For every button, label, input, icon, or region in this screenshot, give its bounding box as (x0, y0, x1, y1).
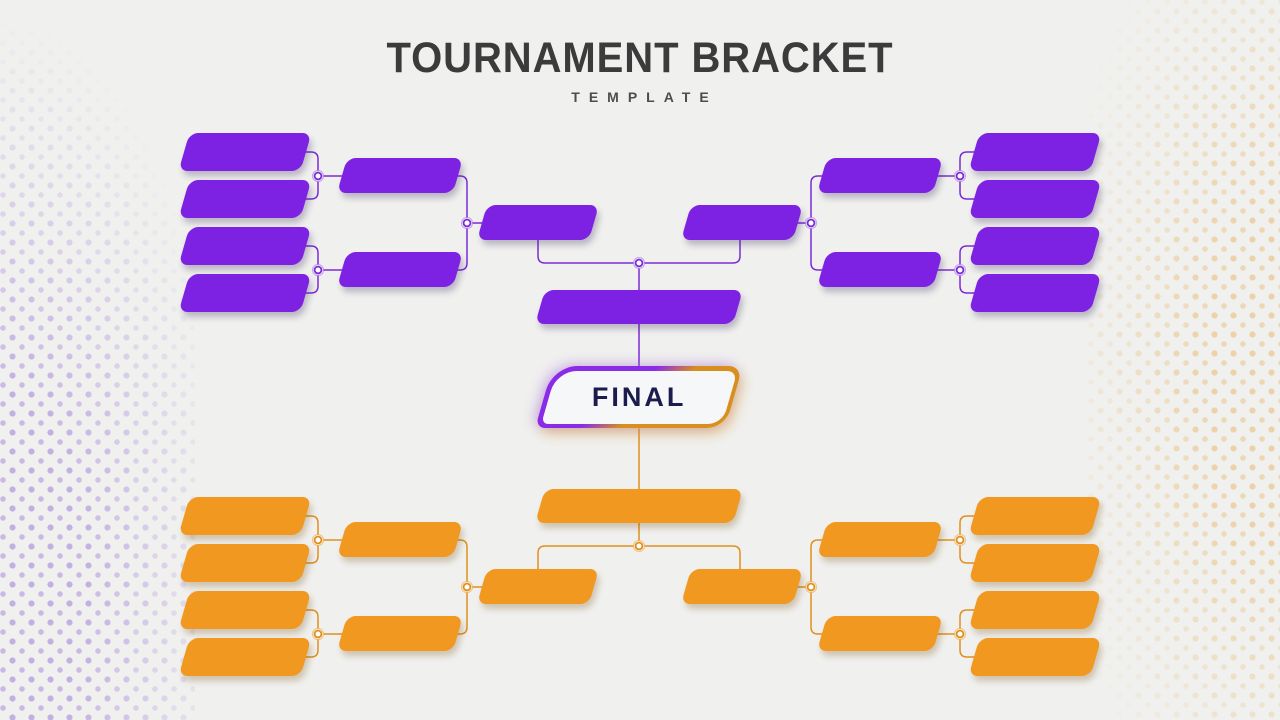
junction-node (804, 580, 818, 594)
team-slot[interactable] (968, 638, 1102, 676)
finalist-slot[interactable] (535, 489, 743, 523)
junction-node (953, 263, 967, 277)
junction-nodes-top (311, 169, 967, 277)
team-slot[interactable] (968, 591, 1102, 629)
junction-node (953, 533, 967, 547)
team-slot[interactable] (968, 133, 1102, 171)
page-title: TOURNAMENT BRACKET (386, 34, 894, 82)
junction-nodes-bottom (311, 533, 967, 641)
team-slot[interactable] (178, 497, 312, 535)
team-slot[interactable] (178, 133, 312, 171)
match-winner-slot[interactable] (816, 522, 944, 557)
semifinal-winner-slot[interactable] (680, 569, 804, 604)
team-slot[interactable] (968, 227, 1102, 265)
junction-node (953, 627, 967, 641)
team-slot[interactable] (178, 274, 312, 312)
team-slot[interactable] (968, 497, 1102, 535)
semifinal-winner-slot[interactable] (476, 569, 600, 604)
final-badge-inner: FINAL (540, 370, 738, 424)
match-winner-slot[interactable] (336, 522, 464, 557)
match-winner-slot[interactable] (336, 252, 464, 287)
junction-node (632, 539, 646, 553)
match-winner-slot[interactable] (336, 616, 464, 651)
page-subtitle: TEMPLATE (571, 89, 718, 106)
team-slot[interactable] (178, 544, 312, 582)
junction-node (460, 580, 474, 594)
junction-node (311, 263, 325, 277)
match-winner-slot[interactable] (816, 252, 944, 287)
semifinal-winner-slot[interactable] (680, 205, 804, 240)
team-slot[interactable] (178, 227, 312, 265)
team-slot[interactable] (968, 544, 1102, 582)
junction-node (804, 216, 818, 230)
junction-node (632, 256, 646, 270)
team-slot[interactable] (968, 274, 1102, 312)
junction-node (311, 169, 325, 183)
header: TOURNAMENT BRACKET TEMPLATE (0, 34, 1280, 106)
final-label: FINAL (591, 381, 687, 412)
match-winner-slot[interactable] (336, 158, 464, 193)
match-winner-slot[interactable] (816, 158, 944, 193)
team-slot[interactable] (178, 591, 312, 629)
final-badge[interactable]: FINAL (535, 366, 743, 428)
team-slot[interactable] (968, 180, 1102, 218)
finalist-slot[interactable] (535, 290, 743, 324)
junction-node (460, 216, 474, 230)
junction-node (311, 533, 325, 547)
semifinal-winner-slot[interactable] (476, 205, 600, 240)
junction-node (953, 169, 967, 183)
team-slot[interactable] (178, 638, 312, 676)
match-winner-slot[interactable] (816, 616, 944, 651)
team-slot[interactable] (178, 180, 312, 218)
junction-node (311, 627, 325, 641)
